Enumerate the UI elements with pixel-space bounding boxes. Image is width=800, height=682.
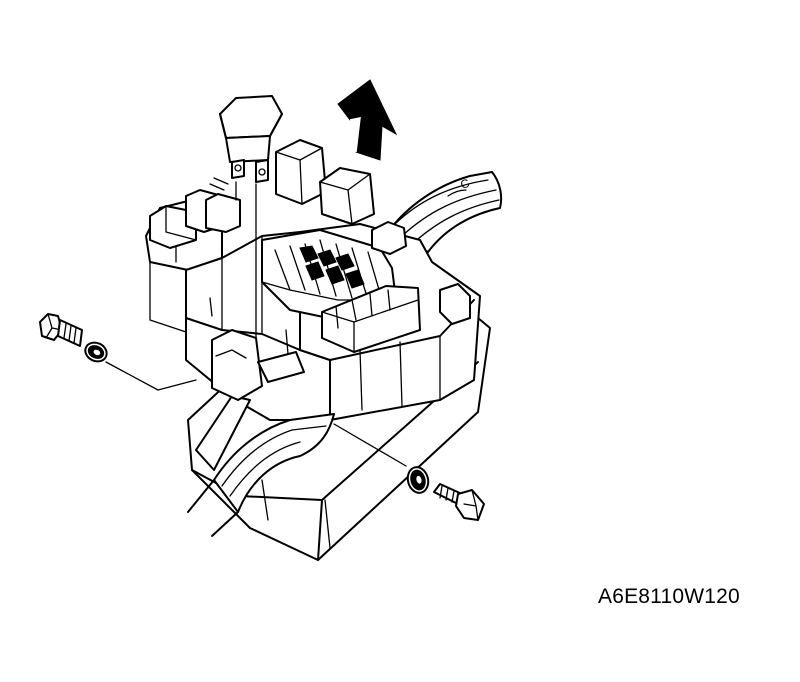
main-wiring-harness: C <box>388 172 501 252</box>
relay <box>220 96 282 362</box>
relay-bank-right <box>276 140 406 254</box>
washer-icon <box>82 339 110 365</box>
washer-icon <box>405 465 431 495</box>
front-connector-module <box>322 284 470 352</box>
right-fastener <box>334 424 484 520</box>
figure-reference-code: A6E8110W120 <box>598 585 740 608</box>
lower-wiring-harness <box>188 414 334 536</box>
relay-bank-left <box>150 178 240 248</box>
mounting-bracket <box>196 298 304 470</box>
left-fastener <box>40 314 196 390</box>
bolt-icon <box>40 314 82 346</box>
arrow-up-icon <box>338 80 396 160</box>
bolt-icon <box>434 484 484 520</box>
